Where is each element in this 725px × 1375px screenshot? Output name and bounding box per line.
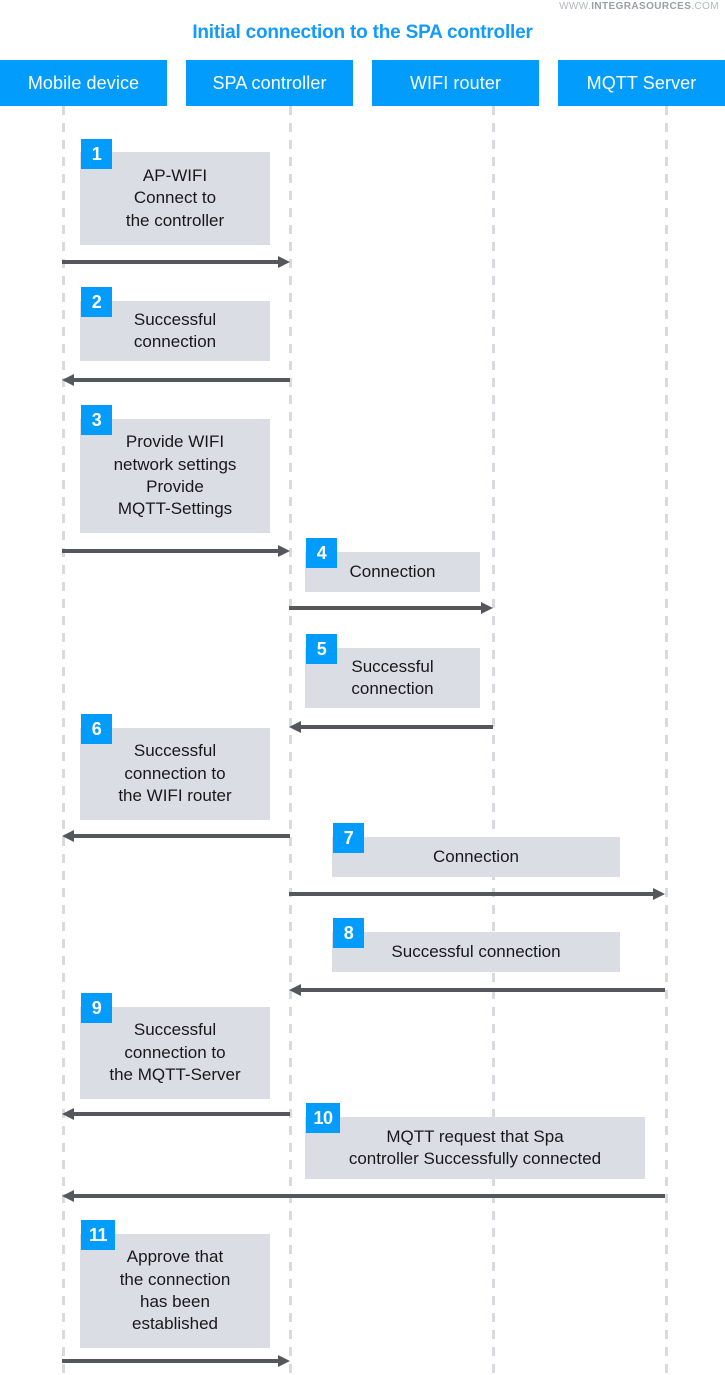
page-title: Initial connection to the SPA controller (192, 22, 533, 43)
step-number: 7 (343, 828, 354, 848)
lifeline-mobile (62, 106, 65, 1375)
arrow-shaft (72, 378, 290, 382)
arrow-head-icon (62, 830, 74, 842)
step-arrow-1 (62, 256, 290, 268)
step-badge-2: 2 (81, 287, 112, 317)
arrow-shaft (62, 1359, 280, 1363)
step-number: 11 (88, 1225, 108, 1245)
step-number: 10 (313, 1108, 333, 1128)
step-badge-6: 6 (81, 714, 112, 744)
watermark-brand: INTEGRASOURCES (591, 1, 692, 12)
step-arrow-4 (289, 602, 493, 614)
step-note-text: Connection (349, 561, 436, 581)
arrow-shaft (62, 260, 280, 264)
step-badge-4: 4 (306, 538, 337, 568)
arrow-shaft (289, 892, 655, 896)
step-number: 9 (91, 998, 102, 1018)
arrow-shaft (62, 549, 280, 553)
arrow-shaft (299, 988, 665, 992)
step-arrow-9 (62, 1108, 290, 1120)
actor-header-mqtt: MQTT Server (558, 60, 725, 106)
actor-label: SPA controller (212, 72, 327, 93)
step-number: 3 (91, 410, 102, 430)
step-note-text: MQTT request that Spa controller Success… (348, 1126, 602, 1168)
actor-header-wifi: WIFI router (372, 60, 539, 106)
arrow-head-icon (62, 1190, 74, 1202)
step-note-text: Approve that the connection has been est… (119, 1247, 231, 1334)
step-number: 8 (343, 923, 354, 943)
step-arrow-7 (289, 888, 665, 900)
watermark: WWW.INTEGRASOURCES.COM (559, 1, 719, 12)
step-badge-10: 10 (306, 1103, 340, 1133)
step-badge-3: 3 (81, 405, 112, 435)
step-number: 2 (91, 292, 102, 312)
arrow-head-icon (278, 256, 290, 268)
lifeline-wifi (492, 106, 495, 1375)
arrow-shaft (289, 606, 483, 610)
step-note-text: Provide WIFI network settings Provide MQ… (113, 432, 237, 519)
step-number: 6 (91, 719, 102, 739)
step-arrow-2 (62, 374, 290, 386)
watermark-suffix: .COM (691, 1, 719, 12)
step-note-10: MQTT request that Spa controller Success… (305, 1117, 645, 1179)
step-number: 1 (91, 144, 102, 164)
step-badge-5: 5 (306, 634, 337, 664)
arrow-head-icon (653, 888, 665, 900)
arrow-shaft (72, 834, 290, 838)
arrow-shaft (72, 1194, 665, 1198)
step-badge-1: 1 (81, 139, 112, 169)
arrow-head-icon (289, 721, 301, 733)
step-arrow-3 (62, 545, 290, 557)
step-arrow-10 (62, 1190, 665, 1202)
step-badge-9: 9 (81, 993, 112, 1023)
arrow-head-icon (278, 1355, 290, 1367)
step-note-text: Connection (432, 846, 519, 866)
arrow-shaft (72, 1112, 290, 1116)
arrow-head-icon (62, 374, 74, 386)
step-note-text: AP-WIFI Connect to the controller (125, 165, 225, 230)
step-note-text: Successful connection (391, 941, 561, 961)
step-note-text: Successful connection to the WIFI router (118, 741, 232, 806)
actor-header-mobile: Mobile device (0, 60, 167, 106)
step-number: 5 (316, 639, 327, 659)
step-arrow-8 (289, 984, 665, 996)
step-note-8: Successful connection (332, 932, 620, 972)
step-note-text: Successful connection (133, 309, 217, 351)
step-note-11: Approve that the connection has been est… (80, 1234, 270, 1348)
actor-label: Mobile device (27, 72, 140, 93)
lifeline-spa (289, 106, 292, 1375)
arrow-head-icon (278, 545, 290, 557)
actor-header-spa: SPA controller (186, 60, 353, 106)
arrow-head-icon (62, 1108, 74, 1120)
step-note-text: Successful connection to the MQTT-Server (109, 1020, 241, 1085)
step-badge-8: 8 (333, 918, 364, 948)
step-note-7: Connection (332, 837, 620, 877)
actor-label: WIFI router (409, 72, 502, 93)
step-arrow-11 (62, 1355, 290, 1367)
step-arrow-6 (62, 830, 290, 842)
step-badge-11: 11 (81, 1220, 115, 1250)
step-note-text: Successful connection (351, 656, 434, 698)
watermark-prefix: WWW. (559, 1, 592, 12)
step-arrow-5 (289, 721, 493, 733)
step-note-6: Successful connection to the WIFI router (80, 728, 270, 820)
actor-label: MQTT Server (586, 72, 697, 93)
arrow-head-icon (481, 602, 493, 614)
step-badge-7: 7 (333, 823, 364, 853)
arrow-shaft (299, 725, 493, 729)
step-note-3: Provide WIFI network settings Provide MQ… (80, 419, 270, 533)
step-number: 4 (316, 543, 327, 563)
lifeline-mqtt (665, 106, 668, 1375)
arrow-head-icon (289, 984, 301, 996)
